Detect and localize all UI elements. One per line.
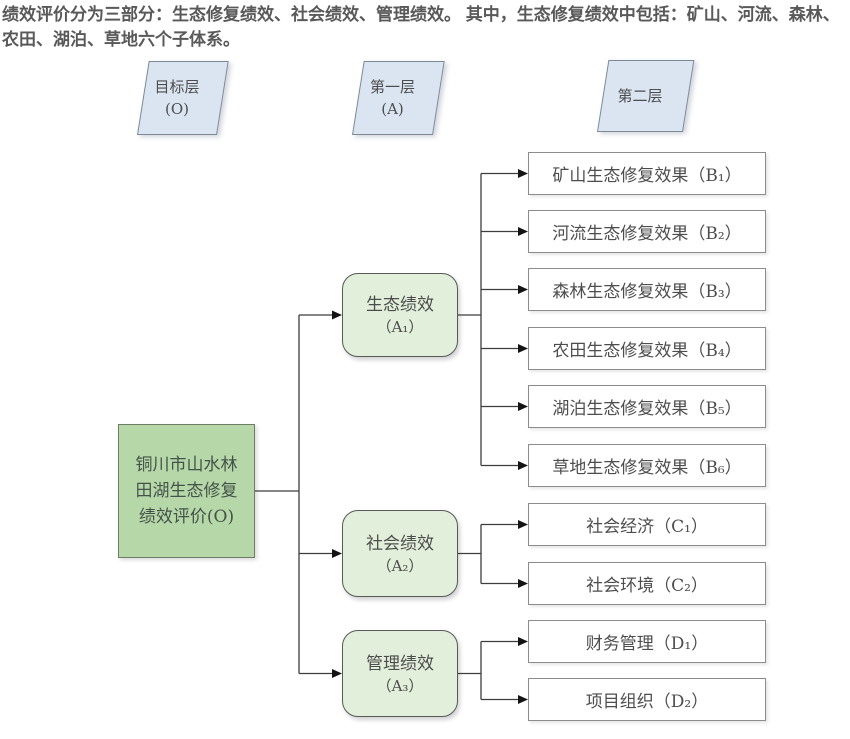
leaf-node-b1: 矿山生态修复效果（B₁） bbox=[528, 152, 766, 195]
root-node: 铜川市山水林田湖生态修复绩效评价(O) bbox=[118, 424, 255, 558]
leaf-node-c1: 社会经济（C₁） bbox=[528, 503, 766, 546]
layer-header-goal: 目标层 (O) bbox=[137, 61, 229, 135]
arrowhead bbox=[518, 637, 528, 646]
layer-label: 第二层 bbox=[617, 87, 663, 105]
level1-node-code: （A₂） bbox=[376, 556, 424, 575]
intro-text: 绩效评价分为三部分：生态修复绩效、社会绩效、管理绩效。 其中，生态修复绩效中包括… bbox=[2, 5, 840, 49]
arrowhead bbox=[518, 344, 528, 353]
level1-node-code: （A₁） bbox=[376, 318, 424, 336]
layer-label: 第一层 bbox=[369, 78, 415, 96]
level1-node-social: 社会绩效 （A₂） bbox=[342, 510, 458, 597]
leaf-node-b5: 湖泊生态修复效果（B₅） bbox=[528, 385, 766, 428]
arrowhead bbox=[332, 310, 342, 320]
leaf-node-b2: 河流生态修复效果（B₂） bbox=[528, 210, 766, 253]
level1-node-eco: 生态绩效 （A₁） bbox=[342, 273, 458, 357]
leaf-node-d2: 项目组织（D₂） bbox=[528, 678, 766, 721]
root-node-label: 铜川市山水林田湖生态修复绩效评价(O) bbox=[135, 455, 238, 527]
leaf-node-b4: 农田生态修复效果（B₄） bbox=[528, 327, 766, 370]
arrowhead bbox=[518, 169, 528, 178]
layer-code: (A) bbox=[381, 100, 404, 118]
layer-label: 目标层 bbox=[154, 78, 200, 96]
arrowhead bbox=[518, 402, 528, 411]
level1-node-code: （A₃） bbox=[376, 676, 424, 695]
level1-node-management: 管理绩效 （A₃） bbox=[342, 630, 458, 717]
arrowhead bbox=[518, 520, 528, 529]
leaf-node-b3: 森林生态修复效果（B₃） bbox=[528, 268, 766, 311]
level1-node-title: 生态绩效 bbox=[366, 295, 434, 315]
arrowhead bbox=[332, 669, 342, 678]
arrowhead bbox=[332, 549, 342, 558]
arrowhead bbox=[518, 579, 528, 588]
arrowhead bbox=[518, 461, 528, 470]
arrowhead bbox=[518, 285, 528, 294]
level1-node-title: 社会绩效 bbox=[366, 533, 434, 554]
level1-node-title: 管理绩效 bbox=[366, 653, 434, 674]
layer-header-second: 第二层 bbox=[597, 60, 695, 132]
leaf-node-c2: 社会环境（C₂） bbox=[528, 562, 766, 605]
arrowhead bbox=[518, 227, 528, 236]
layer-code: (O) bbox=[164, 100, 189, 118]
layer-header-first: 第一层 (A) bbox=[352, 61, 445, 135]
leaf-node-b6: 草地生态修复效果（B₆） bbox=[528, 444, 766, 487]
leaf-node-d1: 财务管理（D₁） bbox=[528, 620, 766, 663]
arrowhead bbox=[518, 695, 528, 704]
